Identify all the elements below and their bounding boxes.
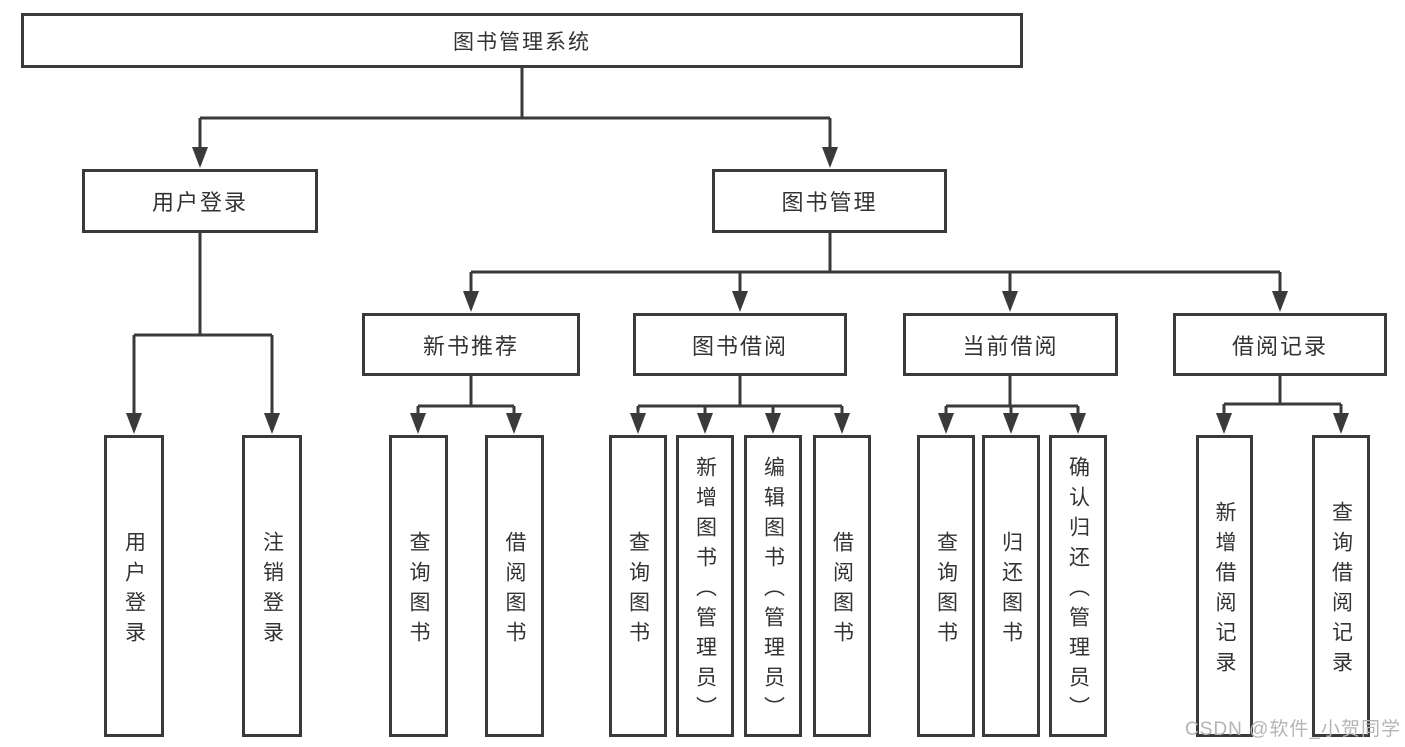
node-borrow-records: 借阅记录 — [1173, 313, 1387, 376]
node-current-borrow-label: 当前借阅 — [962, 333, 1059, 359]
node-book-management: 图书管理 — [712, 169, 947, 233]
leaf-query-books-current: 查询图书 — [917, 435, 975, 737]
node-user-login-label: 用户登录 — [151, 190, 248, 215]
node-book-borrow: 图书借阅 — [633, 313, 847, 376]
node-new-book-recommend: 新书推荐 — [362, 313, 580, 376]
node-borrow-records-label: 借阅记录 — [1231, 333, 1328, 359]
leaf-borrow-books-recommend: 借阅图书 — [485, 435, 544, 737]
leaf-query-borrow-record: 查询借阅记录 — [1312, 435, 1370, 737]
leaf-edit-book-admin: 编辑图书（管理员） — [744, 435, 802, 737]
leaf-logout: 注销登录 — [242, 435, 302, 737]
node-user-login: 用户登录 — [82, 169, 318, 233]
leaf-borrow-books: 借阅图书 — [813, 435, 871, 737]
leaf-query-books-borrow: 查询图书 — [609, 435, 667, 737]
leaf-confirm-return-admin: 确认归还（管理员） — [1049, 435, 1107, 737]
node-book-borrow-label: 图书借阅 — [691, 333, 788, 359]
watermark: CSDN @软件_小贺同学 — [1185, 719, 1401, 740]
leaf-add-book-admin: 新增图书（管理员） — [676, 435, 734, 737]
node-root-label: 图书管理系统 — [453, 30, 591, 54]
leaf-query-books-recommend: 查询图书 — [389, 435, 448, 737]
leaf-user-login: 用户登录 — [104, 435, 164, 737]
node-root: 图书管理系统 — [21, 13, 1023, 68]
node-current-borrow: 当前借阅 — [903, 313, 1118, 376]
leaf-add-borrow-record: 新增借阅记录 — [1196, 435, 1253, 737]
node-book-management-label: 图书管理 — [781, 190, 878, 215]
leaf-return-books: 归还图书 — [982, 435, 1040, 737]
node-new-book-recommend-label: 新书推荐 — [422, 333, 519, 359]
